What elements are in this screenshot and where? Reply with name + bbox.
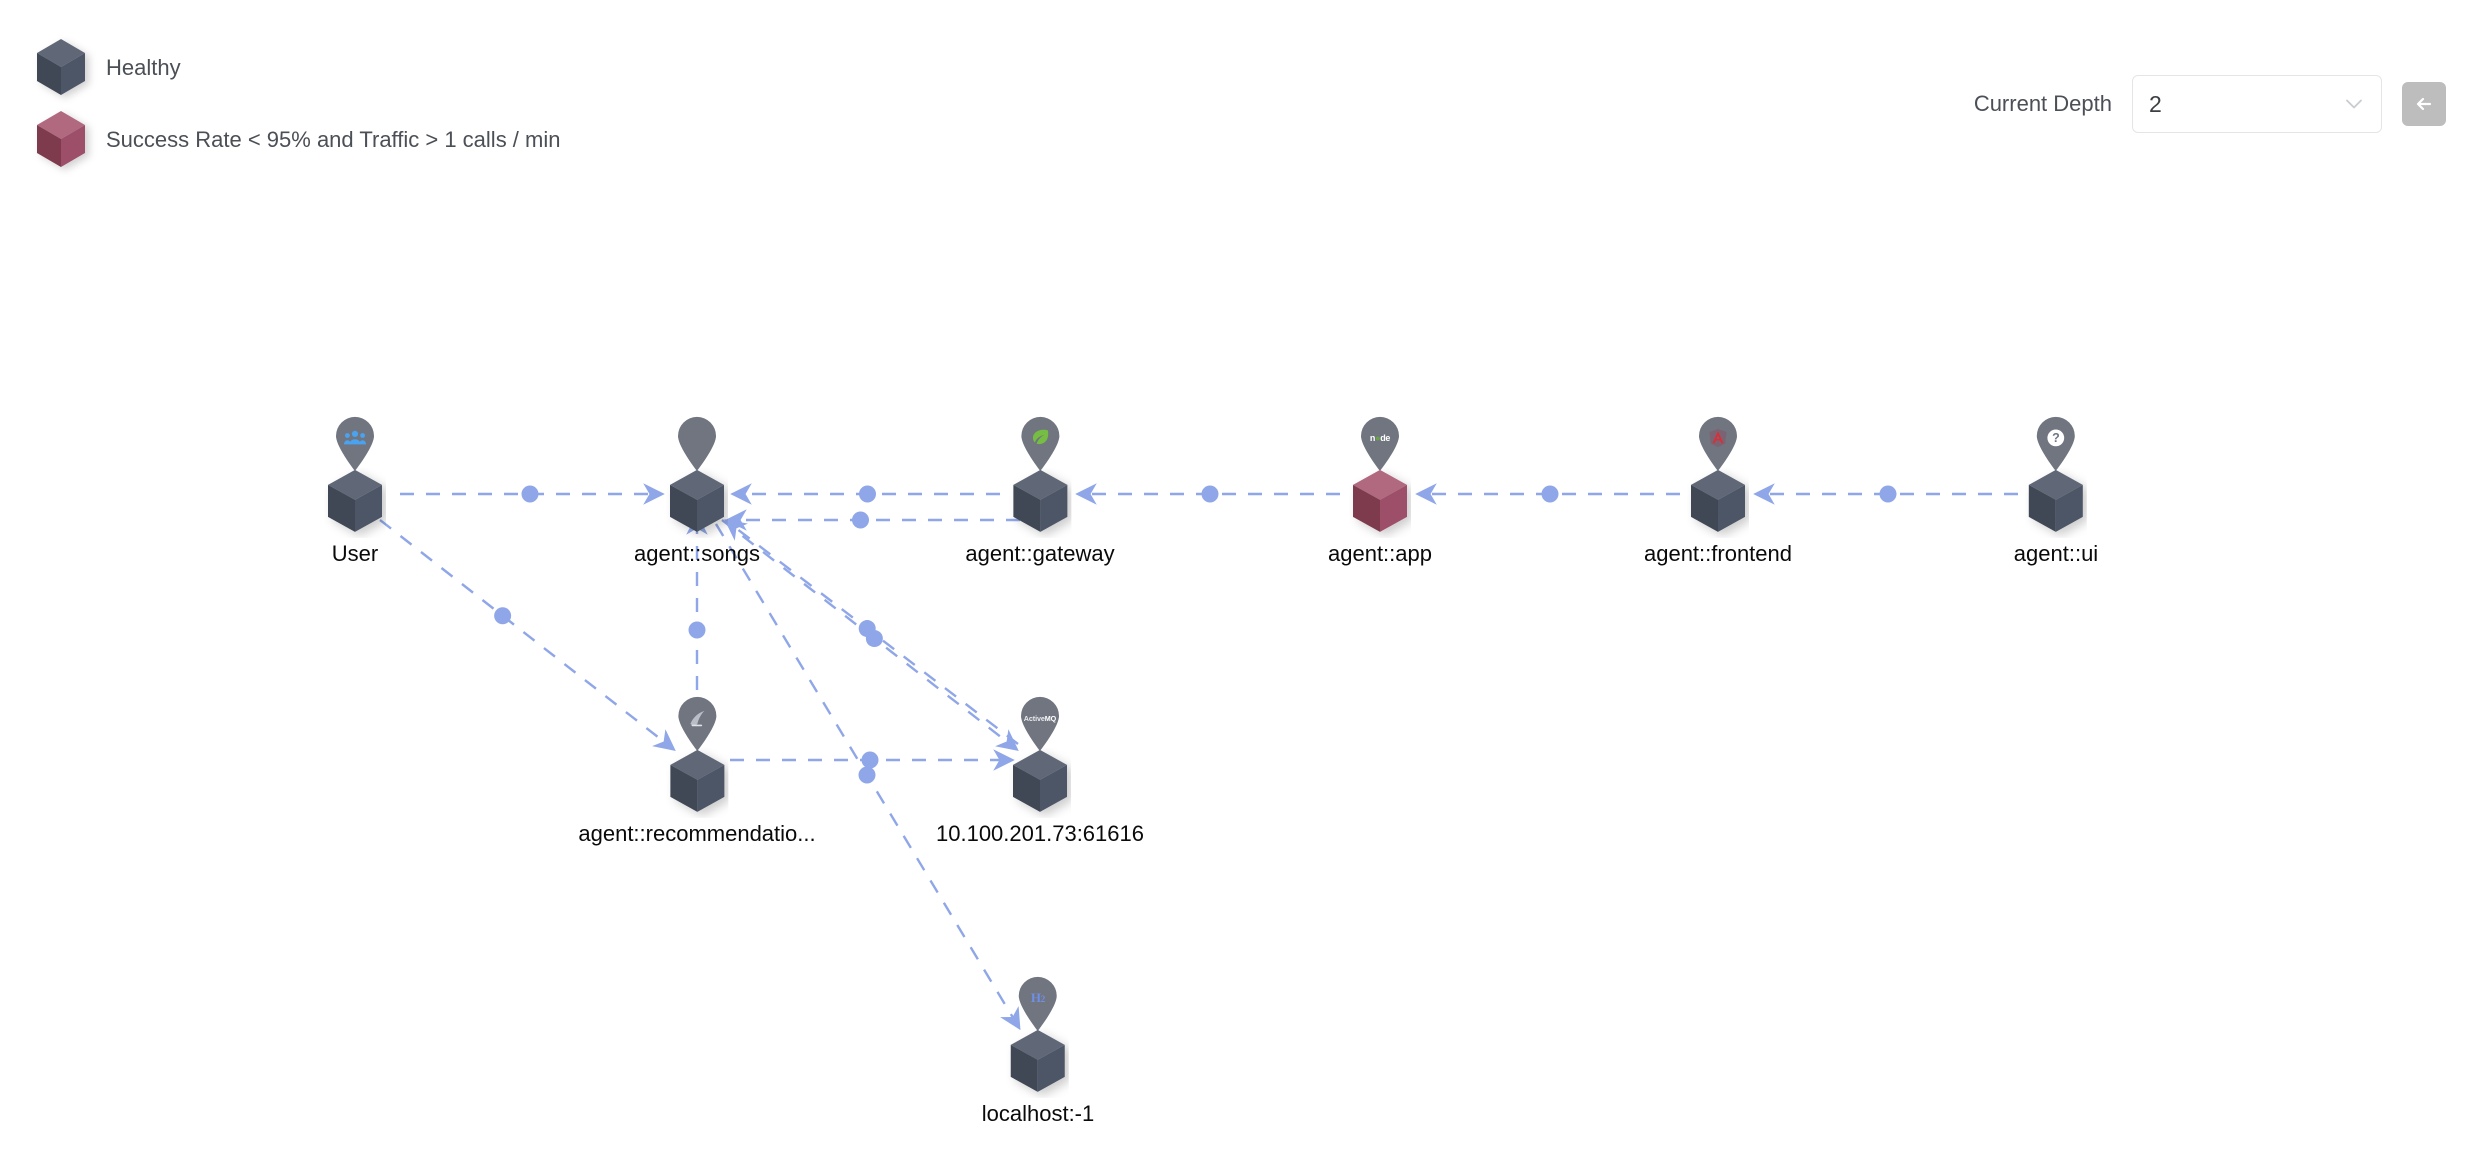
node-label-songs: agent::songs bbox=[634, 540, 760, 566]
graph-node-h2[interactable]: H2 localhost:-1 bbox=[981, 974, 1095, 1126]
spring-leaf-icon bbox=[1017, 421, 1063, 455]
graph-node-activemq[interactable]: ActiveMQ 10.100.201.73:61616 bbox=[936, 694, 1144, 846]
node-pin-activemq: ActiveMQ bbox=[1017, 694, 1063, 752]
node-cube-ui[interactable] bbox=[2025, 468, 2087, 538]
blank-pin-icon bbox=[674, 421, 720, 455]
legend-item-unhealthy: Success Rate < 95% and Traffic > 1 calls… bbox=[34, 111, 561, 167]
node-pin-recommendation bbox=[674, 694, 720, 752]
edge-traffic-dot bbox=[858, 620, 876, 638]
node-label-recommendation: agent::recommendatio... bbox=[578, 820, 816, 846]
node-label-gateway: agent::gateway bbox=[965, 540, 1115, 566]
node-cube-app[interactable] bbox=[1349, 468, 1411, 538]
users-icon bbox=[332, 421, 378, 455]
legend-label-unhealthy: Success Rate < 95% and Traffic > 1 calls… bbox=[106, 127, 561, 152]
edge-traffic-dot bbox=[494, 607, 512, 625]
question-mark-icon: ? bbox=[2033, 421, 2079, 455]
node-pin-frontend bbox=[1695, 414, 1741, 472]
edge-traffic-dot bbox=[1879, 485, 1897, 503]
svg-text:?: ? bbox=[2052, 431, 2059, 445]
node-pin-songs bbox=[674, 414, 720, 472]
node-pin-gateway bbox=[1017, 414, 1063, 472]
edge-traffic-dot bbox=[1201, 485, 1219, 503]
legend: Healthy Success Rate < 95% bbox=[34, 39, 561, 167]
node-label-user: User bbox=[331, 540, 379, 566]
legend-cube-healthy bbox=[34, 37, 88, 99]
edge-traffic-dot bbox=[852, 511, 869, 529]
node-pin-ui: ? bbox=[2033, 414, 2079, 472]
chevron-down-icon bbox=[2343, 93, 2365, 115]
node-pin-h2: H2 bbox=[1015, 974, 1061, 1032]
edge-traffic-dot bbox=[865, 630, 883, 648]
depth-control: Current Depth 2 bbox=[1974, 75, 2446, 133]
legend-item-healthy: Healthy bbox=[34, 39, 560, 95]
node-pin-app: n●de bbox=[1357, 414, 1403, 472]
graph-node-songs[interactable]: agent::songs bbox=[634, 414, 760, 566]
node-cube-songs[interactable] bbox=[666, 468, 728, 538]
depth-select[interactable]: 2 bbox=[2132, 75, 2382, 133]
node-label-frontend: agent::frontend bbox=[1643, 540, 1793, 566]
h2-database-icon: H2 bbox=[1030, 989, 1046, 1005]
angular-icon bbox=[1695, 421, 1741, 455]
edge-traffic-dot bbox=[1541, 485, 1559, 503]
back-button[interactable] bbox=[2402, 82, 2446, 126]
node-pin-user bbox=[332, 414, 378, 472]
node-cube-h2[interactable] bbox=[1007, 1028, 1069, 1098]
legend-cube-unhealthy bbox=[34, 109, 88, 171]
node-cube-activemq[interactable] bbox=[1009, 748, 1071, 818]
arrow-left-icon bbox=[2411, 91, 2437, 117]
depth-select-value: 2 bbox=[2149, 90, 2162, 117]
activemq-icon: ActiveMQ bbox=[1023, 713, 1057, 723]
edge-traffic-dot bbox=[858, 766, 876, 784]
graph-node-frontend[interactable]: agent::frontend bbox=[1644, 414, 1792, 566]
legend-label-healthy: Healthy bbox=[106, 55, 181, 80]
current-depth-label: Current Depth bbox=[1973, 91, 2112, 116]
node-label-h2: localhost:-1 bbox=[981, 1100, 1095, 1126]
node-label-ui: agent::ui bbox=[2013, 540, 2099, 566]
graph-node-ui[interactable]: ?agent::ui bbox=[2014, 414, 2098, 566]
node-label-app: agent::app bbox=[1328, 540, 1432, 566]
node-cube-gateway[interactable] bbox=[1009, 468, 1071, 538]
graph-node-gateway[interactable]: agent::gateway bbox=[965, 414, 1115, 566]
node-label-activemq: 10.100.201.73:61616 bbox=[936, 820, 1144, 846]
node-cube-user[interactable] bbox=[324, 468, 386, 538]
edge-traffic-dot bbox=[859, 485, 876, 503]
edge-traffic-dot bbox=[861, 751, 879, 769]
graph-node-recommendation[interactable]: agent::recommendatio... bbox=[578, 694, 816, 846]
python-icon bbox=[674, 701, 720, 735]
edge-traffic-dot bbox=[688, 621, 706, 639]
nodejs-icon: n●de bbox=[1369, 432, 1391, 443]
edge-traffic-dot bbox=[521, 485, 539, 503]
node-cube-recommendation[interactable] bbox=[666, 748, 728, 818]
node-cube-frontend[interactable] bbox=[1687, 468, 1749, 538]
graph-node-user[interactable]: User bbox=[324, 414, 386, 566]
